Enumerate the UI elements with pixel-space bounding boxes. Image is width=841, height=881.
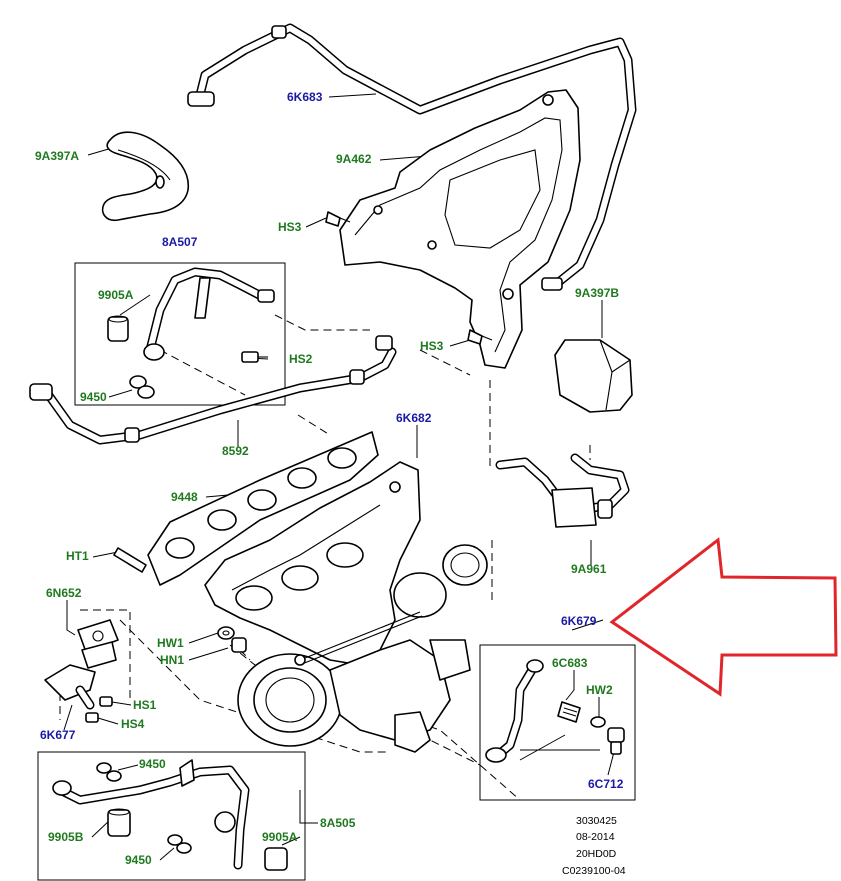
label-6N652: 6N652: [46, 586, 82, 600]
bolt-HS2: [241, 351, 268, 363]
label-8A507: 8A507: [162, 235, 198, 249]
kit-boxes: [37, 262, 636, 881]
washers-9450-bot1: [96, 762, 122, 782]
label-9A961: 9A961: [571, 562, 607, 576]
washers-9450-top: [129, 375, 155, 399]
leader-lines: [63, 93, 615, 861]
label-9448: 9448: [171, 490, 198, 504]
label-9905B: 9905B: [48, 830, 84, 844]
footer-line3: 20HD0D: [576, 848, 617, 860]
fitting-9905A-top: [107, 315, 129, 342]
callout-arrow: [609, 537, 838, 697]
label-8A505: 8A505: [320, 816, 356, 830]
bolt-HS1: [99, 696, 113, 707]
part-labels: 6K683 9A397A 9A462 HS3 8A507 9905A HS2 H…: [35, 90, 624, 867]
label-HN1: HN1: [160, 653, 184, 667]
label-8592: 8592: [222, 444, 249, 458]
label-9450-bot2: 9450: [125, 853, 152, 867]
label-6K682: 6K682: [396, 411, 432, 425]
bolt-HS4: [85, 712, 99, 723]
oil-feed-pipe-6K683: [187, 23, 637, 291]
exhaust-manifold-6K682: [204, 461, 421, 666]
footer-line4: C0239100-04: [562, 865, 626, 877]
kit-box-8A505: [37, 751, 306, 881]
bolt-6C712: [607, 727, 625, 755]
diagram-footer: 3030425 08-2014 20HD0D C0239100-04: [562, 815, 626, 877]
turbocharger: [237, 544, 488, 753]
label-9450-top: 9450: [80, 390, 107, 404]
kit-box-6K679: [479, 644, 636, 801]
oil-pipe-8A505: [52, 759, 250, 870]
label-HT1: HT1: [66, 549, 89, 563]
hose-8592: [29, 335, 397, 445]
label-6K677: 6K677: [40, 728, 76, 742]
bolt-HS3-mid: [467, 329, 493, 345]
label-HW1: HW1: [157, 636, 184, 650]
footer-line1: 3030425: [576, 815, 617, 827]
label-HS2: HS2: [289, 352, 313, 366]
label-9A397A: 9A397A: [35, 149, 79, 163]
label-HS4: HS4: [121, 717, 145, 731]
fitting-9905B: [107, 808, 131, 837]
oil-return-pipe-6K679: [485, 659, 544, 763]
label-6K679: 6K679: [561, 614, 597, 628]
flange-6N652: [77, 619, 119, 669]
heat-shield-9A397A: [101, 131, 190, 222]
pipe-assembly-9A961: [495, 453, 630, 528]
gasket-9448: [147, 431, 379, 586]
heat-shield-9A397B: [554, 339, 633, 413]
label-HS3-mid: HS3: [420, 339, 444, 353]
label-9905A-top: 9905A: [98, 288, 134, 302]
actuator-rod: [294, 611, 423, 666]
bolt-HS3-top: [325, 211, 351, 227]
nut-HN1: [231, 637, 247, 653]
washer-HW1: [217, 626, 235, 640]
label-6K683: 6K683: [287, 90, 323, 104]
label-HS3-top: HS3: [278, 220, 302, 234]
oil-pipe-8A507: [143, 267, 275, 361]
footer-line2: 08-2014: [576, 831, 615, 843]
heat-shield-9A462: [339, 89, 581, 369]
fitting-9905A-bot: [264, 847, 288, 871]
label-6C712: 6C712: [588, 777, 624, 791]
pipe-6K677: [44, 664, 96, 710]
label-HW2: HW2: [586, 683, 613, 697]
washers-9450-bot2: [167, 834, 192, 854]
stud-HT1: [113, 547, 147, 573]
label-9A397B: 9A397B: [575, 286, 619, 300]
kit-box-8A507: [74, 262, 286, 406]
label-6C683: 6C683: [552, 656, 588, 670]
label-HS1: HS1: [133, 698, 157, 712]
label-9A462: 9A462: [336, 152, 372, 166]
label-9450-bot1: 9450: [139, 757, 166, 771]
label-9905A-bot: 9905A: [262, 830, 298, 844]
part-6C683: [557, 701, 581, 723]
washer-HW2: [590, 716, 606, 728]
